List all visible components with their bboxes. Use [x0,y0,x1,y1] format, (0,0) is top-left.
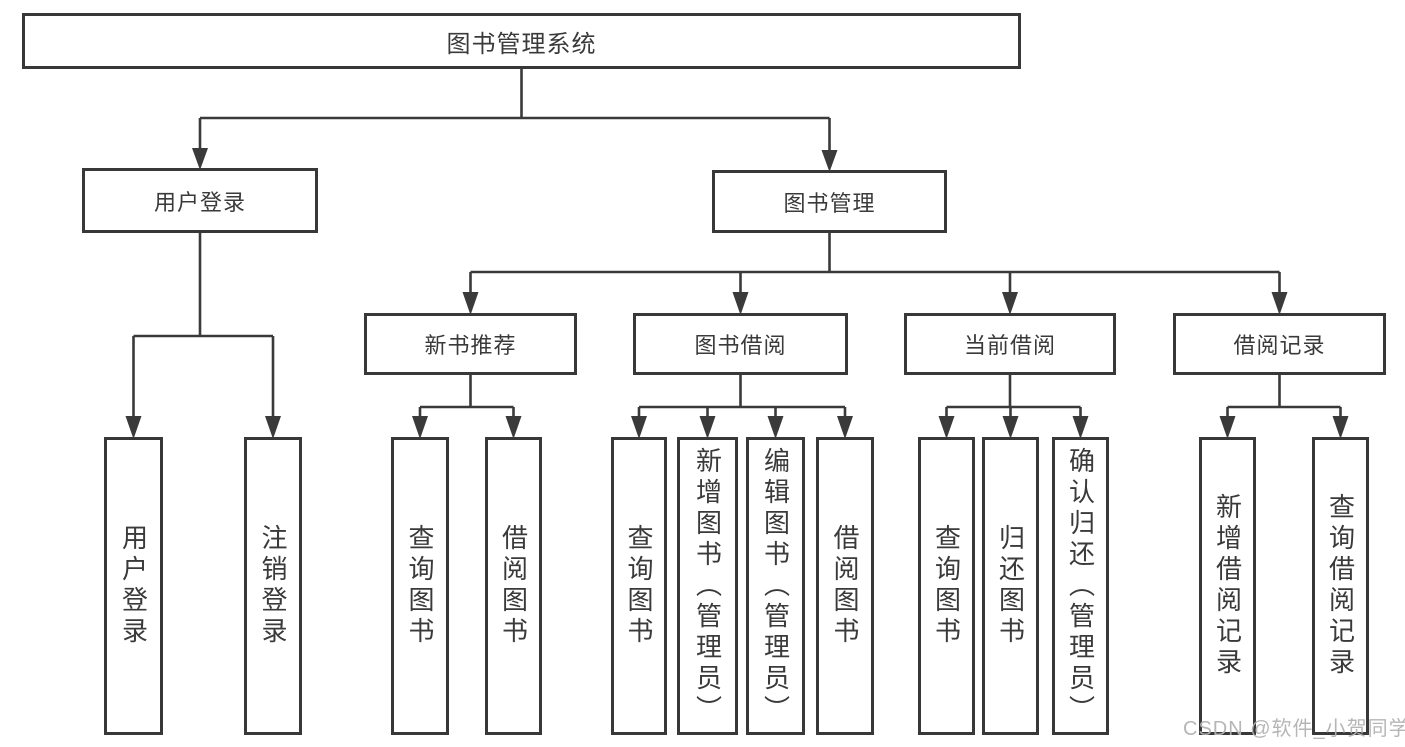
arrowhead [265,416,281,439]
arrowhead [505,416,522,439]
leaf-add-books-admin: 新增图书（管理员） [677,437,738,735]
connector-book-borrowing-to-leaves [631,374,853,439]
connector-new-book-rec-to-leaves [412,374,522,439]
node-current-borrowing: 当前借阅 [904,313,1116,375]
node-book-management: 图书管理 [712,170,947,233]
connector-borrow-records-to-leaves [1219,374,1349,439]
leaf-label: 确认归还（管理员） [1065,446,1096,726]
connector-book-management-to-level3 [462,232,1288,315]
leaf-query-borrow-record: 查询借阅记录 [1312,437,1369,735]
csdn-watermark: CSDN @软件_小贺同学 [1183,718,1405,740]
leaf-label: 查询借阅记录 [1325,493,1356,679]
node-book-borrowing: 图书借阅 [633,313,848,375]
node-label: 图书管理系统 [446,30,597,58]
arrowhead [1332,416,1349,439]
node-label: 新书推荐 [424,333,517,358]
arrowhead [125,416,142,439]
leaf-label: 查询图书 [405,524,435,648]
leaf-query-books-borrowing: 查询图书 [611,437,667,735]
leaf-label: 新增借阅记录 [1212,493,1243,679]
arrowhead [412,416,428,439]
node-label: 当前借阅 [963,333,1056,358]
leaf-label: 用户登录 [118,524,149,648]
connector-current-borrowing-to-leaves [938,374,1089,439]
arrowhead [631,416,647,439]
arrowhead [462,292,479,315]
leaf-label: 查询图书 [624,524,654,648]
leaf-return-books: 归还图书 [982,437,1039,735]
leaf-label: 新增图书（管理员） [692,446,723,726]
leaf-borrow-books-recommend: 借阅图书 [485,437,542,735]
arrowhead [837,416,853,439]
arrowhead [1271,292,1288,315]
node-user-login: 用户登录 [82,168,318,233]
node-label: 图书管理 [783,190,876,216]
connector-path [637,374,847,418]
leaf-user-login: 用户登录 [104,437,163,735]
arrowhead [1002,292,1018,315]
leaf-borrow-books-borrowing: 借阅图书 [816,437,874,735]
leaf-label: 借阅图书 [830,524,860,648]
connector-path [198,68,831,152]
connector-root-to-level2 [192,68,838,172]
connector-path [945,374,1082,418]
node-label: 借阅记录 [1233,333,1326,358]
leaf-label: 注销登录 [258,524,288,648]
leaf-query-books-recommend: 查询图书 [391,437,449,735]
arrowhead [732,292,749,315]
connector-path [1226,374,1342,418]
connector-user-login-to-leaves [125,232,281,439]
leaf-query-books-current: 查询图书 [918,437,975,735]
node-label: 图书借阅 [694,333,787,358]
arrowhead [1219,416,1236,439]
node-label: 用户登录 [153,189,246,215]
arrowhead [1072,416,1089,439]
leaf-label: 编辑图书（管理员） [760,446,791,726]
arrowhead [192,148,208,170]
node-library-management-system: 图书管理系统 [22,13,1021,69]
arrowhead [1002,416,1019,439]
leaf-label: 借阅图书 [498,524,529,648]
leaf-confirm-return-admin: 确认归还（管理员） [1052,437,1109,735]
connector-path [418,374,515,418]
connector-path [132,232,275,418]
arrowhead [699,416,716,439]
arrowhead [821,150,838,172]
node-borrowing-records: 借阅记录 [1173,313,1386,375]
leaf-logout-login: 注销登录 [244,437,302,735]
arrowhead [767,416,784,439]
leaf-label: 查询图书 [931,524,962,648]
connector-path [469,232,1281,294]
leaf-add-borrow-record: 新增借阅记录 [1199,437,1256,735]
leaf-edit-books-admin: 编辑图书（管理员） [746,437,805,735]
node-new-book-recommendation: 新书推荐 [364,313,577,375]
leaf-label: 归还图书 [995,524,1026,648]
arrowhead [938,416,955,439]
